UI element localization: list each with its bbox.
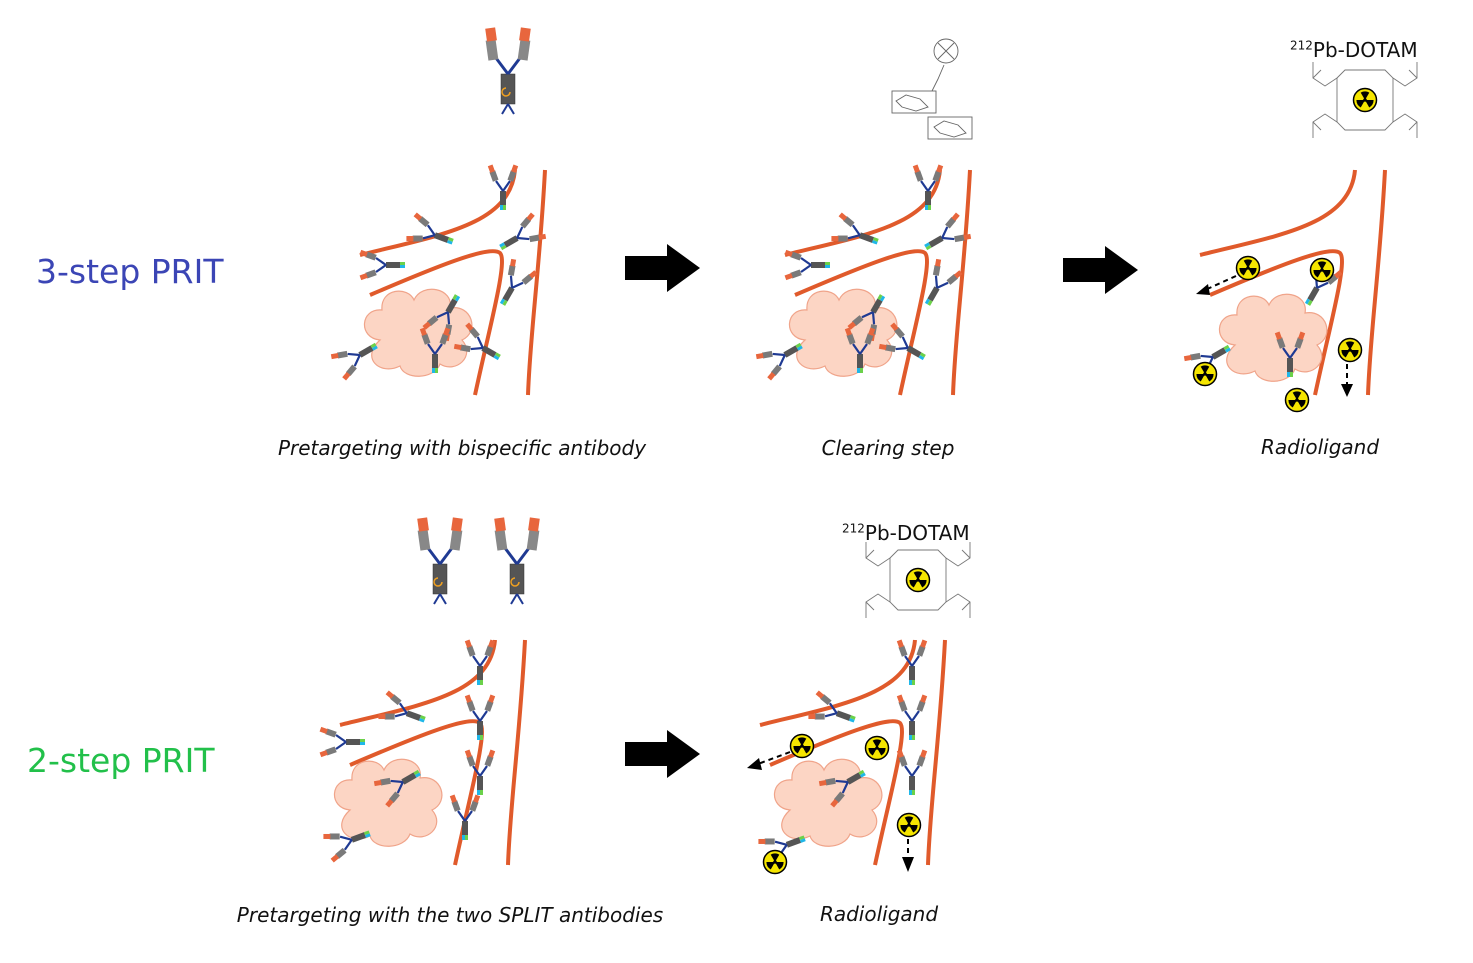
arrow-right-icon [625,730,700,778]
radioactive-icon [896,812,922,838]
radioactive-icon [789,733,815,759]
r2-panel2 [747,542,970,875]
r2-panel1 [318,515,542,867]
antibody-icon [375,688,431,736]
caption-r1-step1: Pretargeting with bispecific antibody [277,436,647,460]
antibody-icon [415,515,465,606]
antibody-icon [895,748,929,797]
antibody-icon [486,163,520,212]
compound-title-bottom: 212Pb-DOTAM [842,521,970,545]
arrow-right-icon [1063,246,1138,294]
antibody-icon [358,248,407,282]
radioactive-icon [1235,255,1261,281]
radioactive-icon [1192,361,1218,387]
dotam-structure [1313,62,1417,138]
caption-r1-step2: Clearing step [821,436,955,460]
caption-r2-step2: Radioligand [819,902,939,926]
r1-panel2 [753,38,974,397]
radioactive-icon [1284,387,1310,413]
antibody-icon [483,25,533,116]
r1-panel3 [1181,62,1417,413]
compound-name: Pb-DOTAM [864,521,970,545]
compound-name: Pb-DOTAM [1312,38,1418,62]
tumor-icon [773,758,883,847]
radioactive-icon [864,735,890,761]
radioactive-icon [1309,257,1335,283]
isotope-number: 212 [842,521,865,536]
row-label-2-step: 2-step PRIT [27,741,215,780]
antibody-icon [492,515,542,606]
antibody-icon [463,638,497,687]
antibody-icon [318,725,367,759]
antibody-icon [828,210,884,258]
dotam-structure [866,542,970,618]
antibody-icon [911,163,945,212]
row-label-3-step: 3-step PRIT [36,252,224,291]
clearing-agent-structure [891,38,973,140]
isotope-number: 212 [1290,38,1313,53]
radioactive-icon [1337,337,1363,363]
caption-r1-step3: Radioligand [1260,435,1380,459]
radioactive-icon [762,849,788,875]
caption-r2-step1: Pretargeting with the two SPLIT antibodi… [236,903,664,927]
antibody-icon [463,693,497,742]
arrow-right-icon [625,244,700,292]
tumor-icon [1218,293,1328,382]
antibody-icon [783,248,832,282]
antibody-icon [895,638,929,687]
r1-panel1 [328,25,549,397]
compound-title-top: 212Pb-DOTAM [1290,38,1418,62]
antibody-icon [403,210,459,258]
